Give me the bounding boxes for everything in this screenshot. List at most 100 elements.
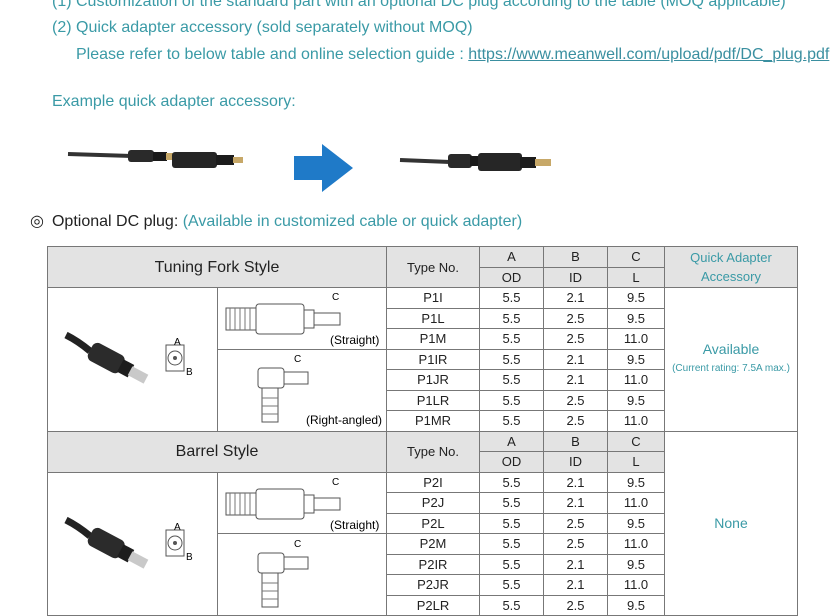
length-cell: 11.0 xyxy=(607,328,665,350)
dim-a-label: A xyxy=(174,522,181,533)
tuning-fork-straight-drawing-cell: C (Straight) xyxy=(217,287,387,350)
tuning-fork-angled-drawing-cell: C (Right-angled) xyxy=(217,348,387,432)
straight-caption: (Straight) xyxy=(330,333,379,347)
od-cell: 5.5 xyxy=(479,287,544,309)
id-cell: 2.5 xyxy=(543,512,608,534)
straight-caption: (Straight) xyxy=(330,518,379,532)
od-cell: 5.5 xyxy=(479,553,544,575)
length-cell: 9.5 xyxy=(607,348,665,370)
type-no-cell: P1L xyxy=(386,307,480,329)
id-cell: 2.1 xyxy=(543,492,608,514)
length-cell: 9.5 xyxy=(607,594,665,616)
od-cell: 5.5 xyxy=(479,512,544,534)
type-no-cell: P2M xyxy=(386,533,480,555)
angled-caption: (Right-angled) xyxy=(306,413,382,427)
quick-adapter-image xyxy=(172,152,243,168)
barrel-type-header: Type No. xyxy=(386,430,480,473)
type-no-cell: P1LR xyxy=(386,389,480,411)
col-a-sub: OD xyxy=(479,451,544,473)
id-cell: 2.5 xyxy=(543,594,608,616)
od-cell: 5.5 xyxy=(479,533,544,555)
tuning-fork-type-header: Type No. xyxy=(386,246,480,288)
col-b-sub: ID xyxy=(543,266,608,288)
od-cell: 5.5 xyxy=(479,574,544,596)
type-no-cell: P2LR xyxy=(386,594,480,616)
length-cell: 9.5 xyxy=(607,553,665,575)
id-cell: 2.5 xyxy=(543,389,608,411)
dc-plug-guide-link[interactable]: https://www.meanwell.com/upload/pdf/DC_p… xyxy=(468,46,830,63)
id-cell: 2.1 xyxy=(543,471,608,493)
tuning-availability: Available xyxy=(702,341,760,358)
example-label: Example quick adapter accessory: xyxy=(52,93,296,110)
id-cell: 2.1 xyxy=(543,348,608,370)
length-cell: 9.5 xyxy=(607,287,665,309)
id-cell: 2.5 xyxy=(543,533,608,555)
tuning-availability-cell: Available (Current rating: 7.5A max.) xyxy=(664,287,798,432)
plug-end-diagram: AB xyxy=(165,337,193,378)
example-adapter-photo xyxy=(67,144,551,192)
current-rating-note: (Current rating: 7.5A max.) xyxy=(672,363,790,375)
plug-end-diagram: AB xyxy=(165,522,193,563)
arrow-right-icon xyxy=(294,144,353,192)
type-no-cell: P1JR xyxy=(386,369,480,391)
id-cell: 2.1 xyxy=(543,574,608,596)
od-cell: 5.5 xyxy=(479,492,544,514)
barrel-angled-drawing: C xyxy=(257,539,309,607)
type-no-cell: P2IR xyxy=(386,553,480,575)
od-cell: 5.5 xyxy=(479,328,544,350)
dim-b-label: B xyxy=(186,367,193,378)
type-no-cell: P1I xyxy=(386,287,480,309)
id-cell: 2.1 xyxy=(543,287,608,309)
optional-dc-plug-heading: ◎Optional DC plug: (Available in customi… xyxy=(30,211,522,231)
type-no-cell: P1IR xyxy=(386,348,480,370)
intro-line-3: Please refer to below table and online s… xyxy=(76,46,829,64)
barrel-straight-drawing-cell: C(Straight) xyxy=(217,471,387,534)
optional-dc-plug-note: (Available in customized cable or quick … xyxy=(182,213,523,230)
tuning-fork-angled-drawing: C (Right-angled) xyxy=(257,354,382,427)
tuning-fork-plug-photo: AB xyxy=(64,332,193,384)
length-cell: 9.5 xyxy=(607,389,665,411)
id-cell: 2.5 xyxy=(543,307,608,329)
length-cell: 11.0 xyxy=(607,369,665,391)
type-no-cell: P1MR xyxy=(386,410,480,432)
dim-b-label: B xyxy=(186,552,193,563)
type-no-cell: P2I xyxy=(386,471,480,493)
type-no-cell: P2JR xyxy=(386,574,480,596)
length-cell: 11.0 xyxy=(607,574,665,596)
id-cell: 2.5 xyxy=(543,328,608,350)
col-b-header: B xyxy=(543,246,608,268)
intro-line-2: (2) Quick adapter accessory (sold separa… xyxy=(52,19,473,36)
od-cell: 5.5 xyxy=(479,410,544,432)
double-circle-icon: ◎ xyxy=(30,213,44,230)
dim-c-label: C xyxy=(332,292,339,303)
dim-c-label: C xyxy=(294,354,301,365)
dim-c-label: C xyxy=(294,539,301,550)
id-cell: 2.1 xyxy=(543,369,608,391)
type-no-cell: P2L xyxy=(386,512,480,534)
length-cell: 11.0 xyxy=(607,410,665,432)
od-cell: 5.5 xyxy=(479,348,544,370)
length-cell: 11.0 xyxy=(607,492,665,514)
barrel-style-title: Barrel Style xyxy=(47,430,387,473)
length-cell: 11.0 xyxy=(607,533,665,555)
od-cell: 5.5 xyxy=(479,307,544,329)
od-cell: 5.5 xyxy=(479,471,544,493)
length-cell: 9.5 xyxy=(607,512,665,534)
length-cell: 9.5 xyxy=(607,307,665,329)
od-cell: 5.5 xyxy=(479,389,544,411)
col-c-header: C xyxy=(607,246,665,268)
col-c-header: C xyxy=(607,430,665,452)
intro-line-3-text: Please refer to below table and online s… xyxy=(76,46,469,63)
barrel-plug-photo: AB xyxy=(64,516,193,569)
